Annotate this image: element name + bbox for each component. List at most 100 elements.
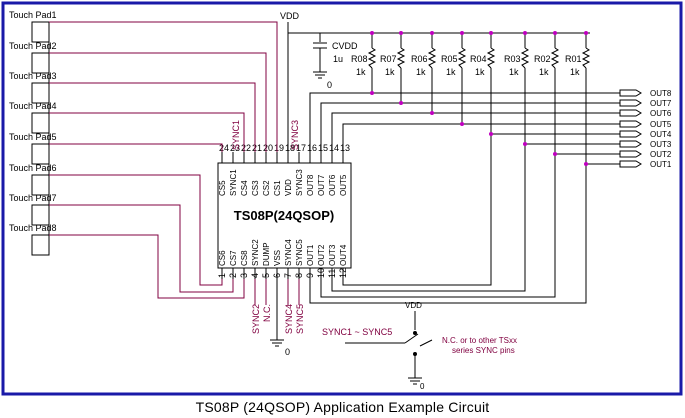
output-port-arrow — [619, 160, 642, 168]
junction-node — [370, 31, 374, 35]
figure-caption: TS08P (24QSOP) Application Example Circu… — [195, 399, 490, 415]
chip-top-pin-number: 24 — [219, 143, 229, 153]
wire-pad1 — [49, 21, 278, 152]
output-port-arrow — [619, 130, 642, 138]
chip-top-pin-number: 15 — [318, 143, 328, 153]
output-port-label: OUT4 — [650, 130, 672, 139]
junction-node — [399, 31, 403, 35]
chip-bottom-pin-number: 2 — [228, 273, 238, 278]
chip-bottom-pin-number: 1 — [217, 273, 227, 278]
chip-bottom-pin-number: 12 — [338, 268, 348, 278]
chip-bottom-pin-number: 4 — [250, 273, 260, 278]
sync-switch-ground: 0 — [420, 382, 425, 391]
chip-bottom-pin-label: CS7 — [229, 250, 238, 266]
cap-ground: 0 — [327, 80, 332, 90]
output-wire-bottom — [309, 68, 587, 304]
chip-name: TS08P(24QSOP) — [234, 208, 334, 223]
sync5-bottom-label: SYNC5 — [295, 304, 305, 334]
junction-node — [553, 152, 557, 156]
resistor-zigzag — [550, 47, 560, 69]
touch-pad-box — [31, 52, 50, 74]
chip-bottom-pin-number: 7 — [283, 273, 293, 278]
resistor-zigzag — [396, 47, 406, 69]
touch-pad-label: Touch Pad3 — [9, 71, 57, 81]
resistor-value: 1k — [385, 67, 395, 77]
resistor-zigzag — [520, 47, 530, 69]
resistor-value: 1k — [475, 67, 485, 77]
touch-pad-box — [31, 143, 50, 165]
chip-bottom-pin-label: CS8 — [240, 250, 249, 266]
output-port-arrow — [619, 120, 642, 128]
resistor-value: 1k — [539, 67, 549, 77]
output-port-label: OUT5 — [650, 120, 672, 129]
chip-top-pin-number: 22 — [241, 143, 251, 153]
junction-node — [489, 132, 493, 136]
chip-bottom-pin-number: 5 — [261, 273, 271, 278]
output-port-label: OUT6 — [650, 109, 672, 118]
junction-node — [584, 31, 588, 35]
touch-pad-box — [31, 174, 50, 196]
output-wire-top — [320, 102, 620, 152]
output-wire-top — [309, 92, 620, 152]
chip-bottom-pin-label: DUMP — [262, 242, 271, 266]
resistor-name: R02 — [534, 54, 551, 64]
resistor-zigzag — [367, 47, 377, 69]
resistor-zigzag — [457, 47, 467, 69]
chip-bottom-pin-number: 3 — [239, 273, 249, 278]
junction-node — [553, 31, 557, 35]
touch-pad-box — [31, 112, 50, 134]
chip-bottom-pin-number: 6 — [272, 273, 282, 278]
vdd-net: VDD — [280, 11, 590, 152]
wire-pad5 — [49, 143, 223, 152]
sync4-bottom-label: SYNC4 — [284, 304, 294, 334]
chip-bottom-pin-label: OUT1 — [306, 244, 315, 266]
output-port-arrow — [619, 89, 642, 97]
junction-node — [370, 91, 374, 95]
wire-pad8 — [49, 234, 245, 299]
chip-top-pin-label: SYNC1 — [229, 169, 238, 196]
touch-pad-label: Touch Pad8 — [9, 223, 57, 233]
junction-node — [460, 122, 464, 126]
chip-top-pin-number: 20 — [263, 143, 273, 153]
ic-chip: TS08P(24QSOP) 24CS523SYNC122CS421CS320CS… — [217, 143, 352, 279]
chip-bottom-pin-label: OUT4 — [339, 244, 348, 266]
ground-label-bottom: 0 — [285, 347, 290, 357]
touch-pad-box — [31, 234, 50, 256]
chip-top-pin-number: 14 — [329, 143, 339, 153]
resistor-value: 1k — [356, 67, 366, 77]
output-wire-bottom — [320, 68, 556, 298]
touch-pad-label: Touch Pad5 — [9, 132, 57, 142]
resistor-name: R01 — [565, 54, 582, 64]
sync-note-line2: series SYNC pins — [452, 346, 515, 355]
chip-top-pin-label: OUT5 — [339, 174, 348, 196]
output-port-label: OUT2 — [650, 150, 672, 159]
sync-switch-circuit: VDD 0 SYNC1 ~ SYNC5 N.C. or to other TSx… — [322, 301, 517, 391]
sync2-bottom-label: SYNC2 — [251, 304, 261, 334]
sync-switch-vdd: VDD — [405, 301, 422, 310]
sync-note-line1: N.C. or to other TSxx — [442, 336, 517, 345]
chip-top-pin-number: 17 — [296, 143, 306, 153]
chip-top-pin-number: 21 — [252, 143, 262, 153]
capacitor-cvdd: CVDD 1u 0 — [313, 41, 358, 90]
chip-top-pin-label: SYNC3 — [295, 169, 304, 196]
chip-top-pin-label: CS1 — [273, 180, 282, 196]
output-wire-bottom — [342, 68, 492, 286]
top-sync-labels: SYNC1 SYNC3 — [231, 120, 300, 150]
chip-top-pin-number: 13 — [340, 143, 350, 153]
output-port-label: OUT8 — [650, 89, 672, 98]
wire-pad7 — [49, 204, 234, 293]
output-port-arrow — [619, 150, 642, 158]
touch-pad-box — [31, 82, 50, 104]
chip-top-pin-label: OUT8 — [306, 174, 315, 196]
resistor-name: R05 — [441, 54, 458, 64]
resistor-value: 1k — [570, 67, 580, 77]
junction-node — [430, 111, 434, 115]
chip-bottom-pin-label: OUT3 — [328, 244, 337, 266]
resistor-name: R07 — [380, 54, 397, 64]
resistor-name: R08 — [351, 54, 368, 64]
output-port-arrow — [619, 99, 642, 107]
resistor-name: R06 — [411, 54, 428, 64]
cap-name: CVDD — [332, 41, 358, 51]
chip-bottom-pin-label: SYNC4 — [284, 239, 293, 266]
